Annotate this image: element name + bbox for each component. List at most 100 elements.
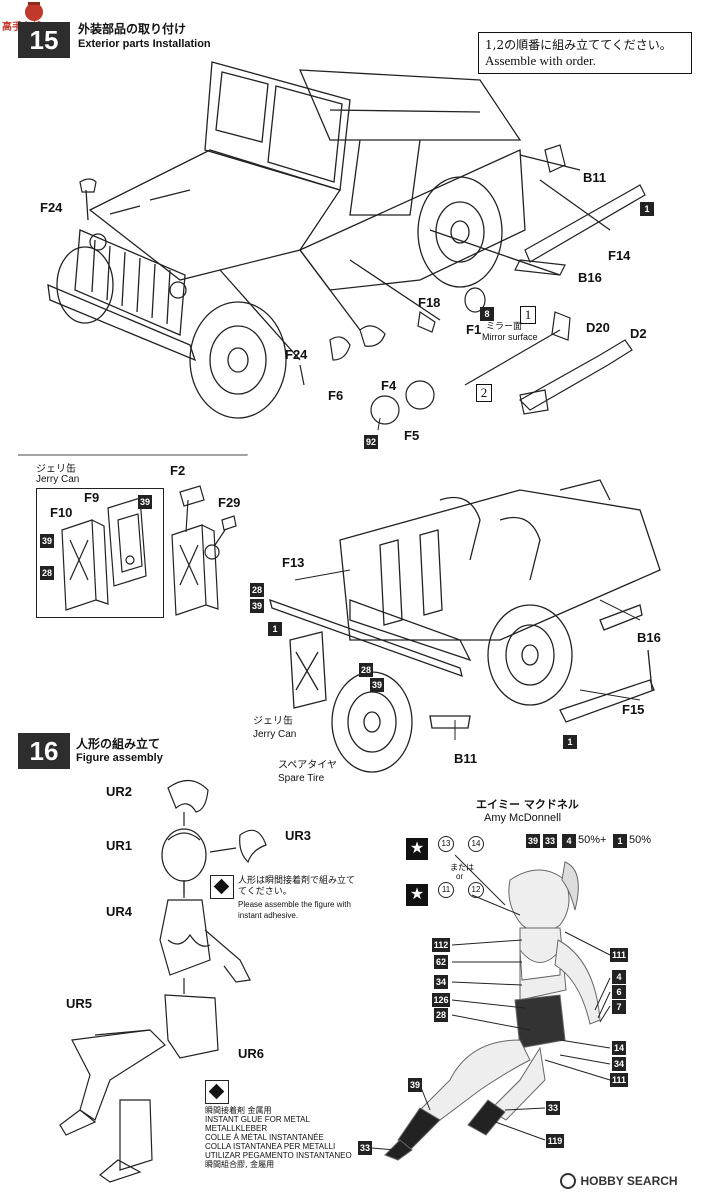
figure-name-jp: エイミー マクドネル	[476, 798, 579, 811]
paint-code-33-shoe: 33	[546, 1101, 560, 1115]
part-label-ur2: UR2	[106, 784, 133, 799]
glue-legend-line: 瞬間組合膠, 金屬用	[205, 1160, 275, 1169]
star-icon: ★	[406, 838, 428, 860]
jeep-front-illustration	[18, 61, 646, 620]
jerry-can-title-en: Jerry Can	[36, 474, 80, 485]
glue-legend-line: METALLKLEBER	[205, 1124, 268, 1133]
paint-code-1-mix: 1	[613, 834, 627, 848]
paint-code-39-shoe: 39	[408, 1078, 422, 1092]
paint-code-14-fig: 14	[612, 1041, 626, 1055]
watermark-bottom-text: HOBBY SEARCH	[580, 1173, 678, 1188]
paint-code-34-fig: 34	[612, 1057, 626, 1071]
jerry-can-illustration	[61, 485, 237, 616]
paint-code-119: 119	[546, 1134, 564, 1148]
part-label-f9: F9	[84, 490, 100, 505]
order-marker-2: 2	[476, 384, 492, 402]
part-label-ur3: UR3	[285, 828, 312, 843]
mirror-surface-jp: ミラー面	[486, 322, 523, 332]
decal-11: 11	[438, 882, 454, 898]
rear-jerry-can-en: Jerry Can	[253, 729, 297, 740]
glue-legend-line: COLLA ISTANTANEA PER METALLI	[205, 1142, 336, 1151]
paint-code-1-f14: 1	[640, 202, 654, 216]
part-label-b16-front: B16	[578, 270, 602, 285]
glue-legend-line: COLLE À MÉTAL INSTANTANÉE	[205, 1133, 324, 1142]
decal-12: 12	[468, 882, 484, 898]
decal-13: 13	[438, 836, 454, 852]
mirror-surface-en: Mirror surface	[482, 332, 538, 342]
paint-code-1-f15: 1	[563, 735, 577, 749]
paint-code-1-f13: 1	[268, 622, 282, 636]
part-label-ur1: UR1	[106, 838, 133, 853]
part-label-f24-bottom: F24	[285, 347, 308, 362]
paint-code-111-bottom: 111	[610, 1073, 628, 1087]
part-label-f13: F13	[282, 555, 305, 570]
jerry-can-title-jp: ジェリ缶	[36, 464, 76, 475]
part-label-ur5: UR5	[66, 996, 93, 1011]
paint-code-39-f10: 39	[40, 534, 54, 548]
paint-code-28-fig: 28	[434, 1008, 448, 1022]
star-icon: ★	[406, 884, 428, 906]
paint-code-4-fig: 4	[612, 970, 626, 984]
paint-code-39-f13: 39	[250, 599, 264, 613]
part-label-ur6: UR6	[238, 1046, 265, 1061]
paint-code-33-hair: 33	[543, 834, 557, 848]
paint-code-33-sole: 33	[358, 1141, 372, 1155]
glue-legend-icon	[205, 1080, 229, 1104]
decal-or-jp: または	[450, 863, 474, 872]
glue-legend: 瞬間接着剤 金属用 INSTANT GLUE FOR METAL METALLK…	[205, 1106, 365, 1169]
paint-code-112: 112	[432, 938, 450, 952]
part-label-f1: F1	[466, 322, 482, 337]
order-marker-1: 1	[520, 306, 536, 324]
paint-code-34: 34	[434, 975, 448, 989]
paint-code-8-f1: 8	[480, 307, 494, 321]
part-label-b16-rear: B16	[637, 630, 661, 645]
paint-code-28-f10: 28	[40, 566, 54, 580]
spare-tire-jp: スペアタイヤ	[278, 760, 337, 771]
mix-ratio-1: 50%+	[578, 834, 607, 846]
step-15-title-en: Exterior parts Installation	[78, 38, 211, 50]
part-label-b11-front: B11	[583, 170, 607, 185]
paint-code-126: 126	[432, 993, 450, 1007]
paint-code-39-jerry: 39	[370, 678, 384, 692]
watermark-icon	[25, 2, 43, 21]
instant-glue-icon	[210, 875, 234, 899]
part-label-f5: F5	[404, 428, 420, 443]
step-15-badge: 15	[18, 22, 70, 58]
order-note-en: Assemble with order.	[485, 53, 596, 68]
paint-code-28-jerry: 28	[359, 663, 373, 677]
part-label-d2: D2	[630, 326, 647, 341]
paint-code-39-f9: 39	[138, 495, 152, 509]
paint-code-7-fig: 7	[612, 1000, 626, 1014]
figure-name-en: Amy McDonnell	[484, 812, 562, 824]
part-label-f24-top: F24	[40, 200, 63, 215]
paint-code-28-f13: 28	[250, 583, 264, 597]
part-label-f29: F29	[218, 495, 241, 510]
glue-legend-line: UTILIZAR PEGAMENTO INSTANTANEO	[205, 1151, 352, 1160]
assemble-order-note: 1,2の順番に組み立ててください。 Assemble with order.	[478, 32, 692, 74]
part-label-d20: D20	[586, 320, 610, 335]
spare-tire-en: Spare Tire	[278, 773, 325, 784]
step-15-title-jp: 外装部品の取り付け	[78, 22, 187, 36]
decal-or-en: or	[456, 872, 464, 881]
rear-jerry-can-jp: ジェリ缶	[253, 716, 293, 727]
part-label-f15: F15	[622, 702, 645, 717]
jerry-can-box	[36, 488, 164, 618]
paint-code-62: 62	[434, 955, 448, 969]
paint-code-6-fig: 6	[612, 985, 626, 999]
paint-code-92-f4: 92	[364, 435, 378, 449]
part-label-b11-rear: B11	[454, 751, 478, 766]
glue-legend-line: INSTANT GLUE FOR METAL	[205, 1115, 310, 1124]
step-16-badge: 16	[18, 733, 70, 769]
part-label-f6: F6	[328, 388, 344, 403]
glue-note-en: Please assemble the figure with instant …	[238, 900, 351, 920]
part-label-f2: F2	[170, 463, 186, 478]
part-label-f14: F14	[608, 248, 631, 263]
watermark-bottom-icon	[560, 1172, 576, 1189]
step-16-title-en: Figure assembly	[76, 752, 163, 764]
part-label-ur4: UR4	[106, 904, 133, 919]
paint-code-4-mix: 4	[562, 834, 576, 848]
part-label-f4: F4	[381, 378, 397, 393]
part-label-f18: F18	[418, 295, 441, 310]
